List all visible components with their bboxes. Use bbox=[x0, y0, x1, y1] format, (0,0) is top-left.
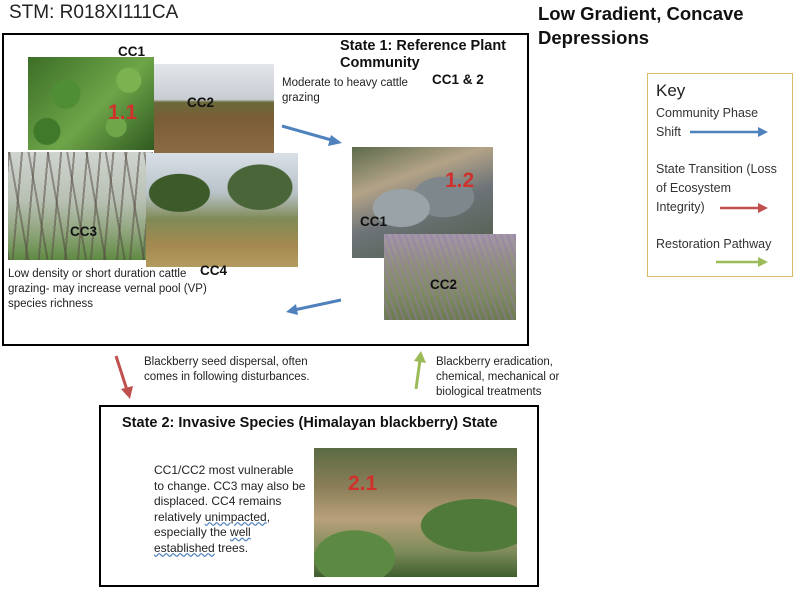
state-2-description-part: trees. bbox=[214, 540, 249, 555]
state-2-box bbox=[99, 405, 539, 587]
key-arrowhead-phase-shift bbox=[758, 127, 768, 137]
arrow-state-1-to-2 bbox=[114, 355, 129, 391]
diagram-title: Low Gradient, Concave Depressions bbox=[538, 3, 744, 48]
label-cc1-top: CC1 bbox=[118, 44, 146, 59]
photo-cc1-clover bbox=[28, 57, 154, 150]
photo-blackberry-thicket bbox=[314, 448, 517, 577]
photo-cc2-field bbox=[154, 64, 274, 153]
key-item-phase-shift: Community Phase Shift bbox=[656, 106, 759, 139]
state-2-description-part: , especially the bbox=[154, 509, 271, 540]
state-1-title: State 1: Reference Plant Community bbox=[340, 38, 507, 71]
label-cc1-and-2: CC1 & 2 bbox=[432, 72, 484, 87]
stm-id: STM: R018XI111CA bbox=[9, 2, 179, 23]
arrowhead-state-2-to-1 bbox=[414, 351, 426, 363]
state-1-box bbox=[2, 33, 529, 346]
photo-cc2-flowering-meadow bbox=[384, 234, 516, 320]
label-cc1-mid: CC1 bbox=[360, 214, 388, 229]
label-cc2-mid: CC2 bbox=[430, 277, 458, 292]
state-2-description-part: CC1/CC2 most vulnerable to change. CC3 m… bbox=[154, 463, 306, 524]
label-cc4: CC4 bbox=[200, 263, 228, 278]
key-title: Key bbox=[656, 81, 686, 100]
state-2-description-underlined: unimpacted bbox=[204, 509, 267, 524]
arrow-phase-1-2-to-1-1 bbox=[293, 298, 342, 312]
phase-2-1: 2.1 bbox=[348, 472, 378, 495]
key-arrowhead-restoration bbox=[758, 257, 768, 267]
arrowhead-state-1-to-2 bbox=[121, 386, 133, 399]
phase-1-2: 1.2 bbox=[445, 169, 475, 192]
key-item-state-transition: State Transition (Loss of Ecosystem Inte… bbox=[656, 162, 777, 214]
photo-cc3-woodland bbox=[8, 152, 153, 260]
arrowhead-phase-1-2-to-1-1 bbox=[286, 304, 298, 315]
phase-1-1: 1.1 bbox=[108, 101, 138, 124]
state-2-description-underlined: well established bbox=[154, 525, 251, 555]
key-arrowhead-state-transition bbox=[758, 203, 768, 213]
key-box bbox=[647, 73, 793, 277]
transition-up-text: Blackberry eradication, chemical, mechan… bbox=[436, 356, 560, 398]
label-cc2-top: CC2 bbox=[187, 95, 215, 110]
arrow-state-2-to-1 bbox=[414, 359, 422, 390]
label-cc3: CC3 bbox=[70, 224, 98, 239]
grazing-heavy-text: Moderate to heavy cattle grazing bbox=[282, 77, 408, 104]
arrowhead-phase-1-1-to-1-2 bbox=[328, 135, 342, 146]
transition-down-text: Blackberry seed dispersal, often comes i… bbox=[144, 356, 310, 383]
key-item-restoration: Restoration Pathway bbox=[656, 237, 772, 251]
grazing-light-text: Low density or short duration cattle gra… bbox=[8, 268, 207, 310]
state-2-title: State 2: Invasive Species (Himalayan bla… bbox=[122, 415, 498, 431]
photo-cc4-savanna bbox=[146, 153, 298, 267]
state-2-description: CC1/CC2 most vulnerable to change. CC3 m… bbox=[154, 463, 306, 556]
arrow-phase-1-1-to-1-2 bbox=[281, 124, 336, 143]
